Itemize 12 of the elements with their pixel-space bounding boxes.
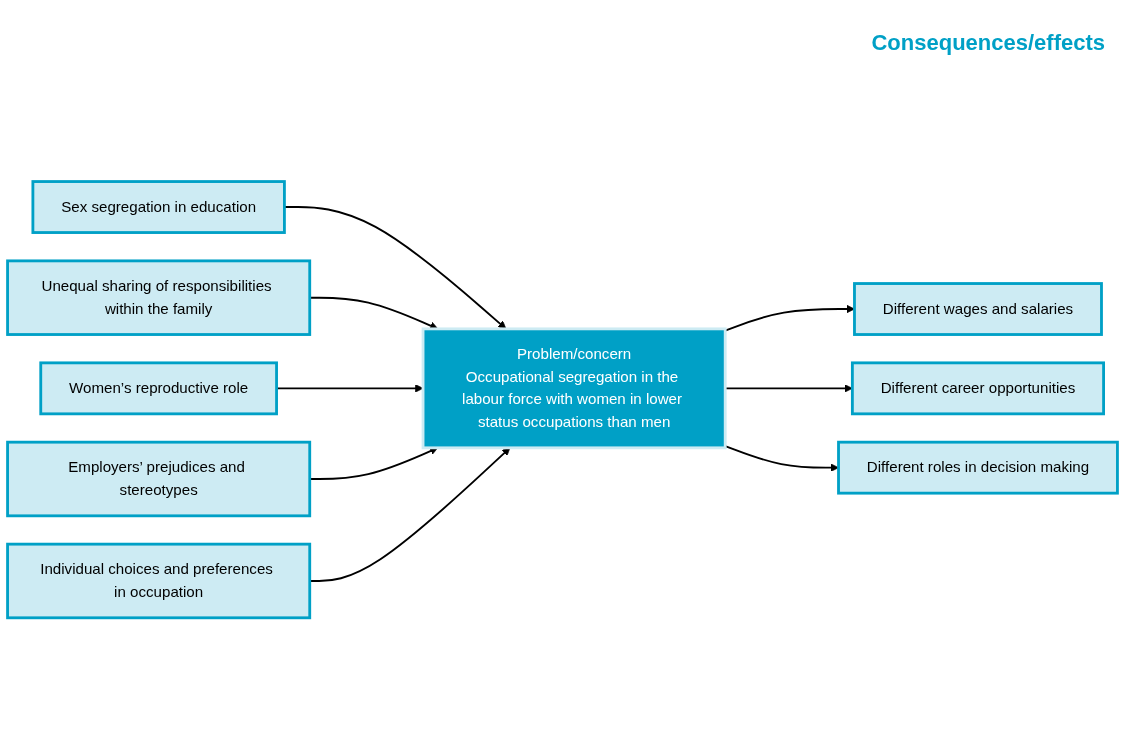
node-box: Sex segregation in education [31, 180, 286, 235]
arrow [724, 305, 855, 332]
node-box: Problem/concern Occupational segregation in the labour force with women in lower status occupations than men [421, 327, 727, 450]
node-box: Different career opportunities [850, 361, 1105, 416]
heading-text: Consequences/effects [871, 30, 1105, 56]
node-box: Individual choices and preferences in occupation [6, 543, 312, 620]
node-box: Unequal sharing of responsibilities within the family [6, 259, 312, 337]
node-box: Different wages and salaries [853, 282, 1103, 337]
arrow [724, 445, 839, 473]
node-box: Women’s reproductive role [39, 361, 278, 416]
node-box: Employers’ prejudices and stereotypes [6, 441, 312, 518]
node-box: Different roles in decision making [837, 441, 1119, 495]
